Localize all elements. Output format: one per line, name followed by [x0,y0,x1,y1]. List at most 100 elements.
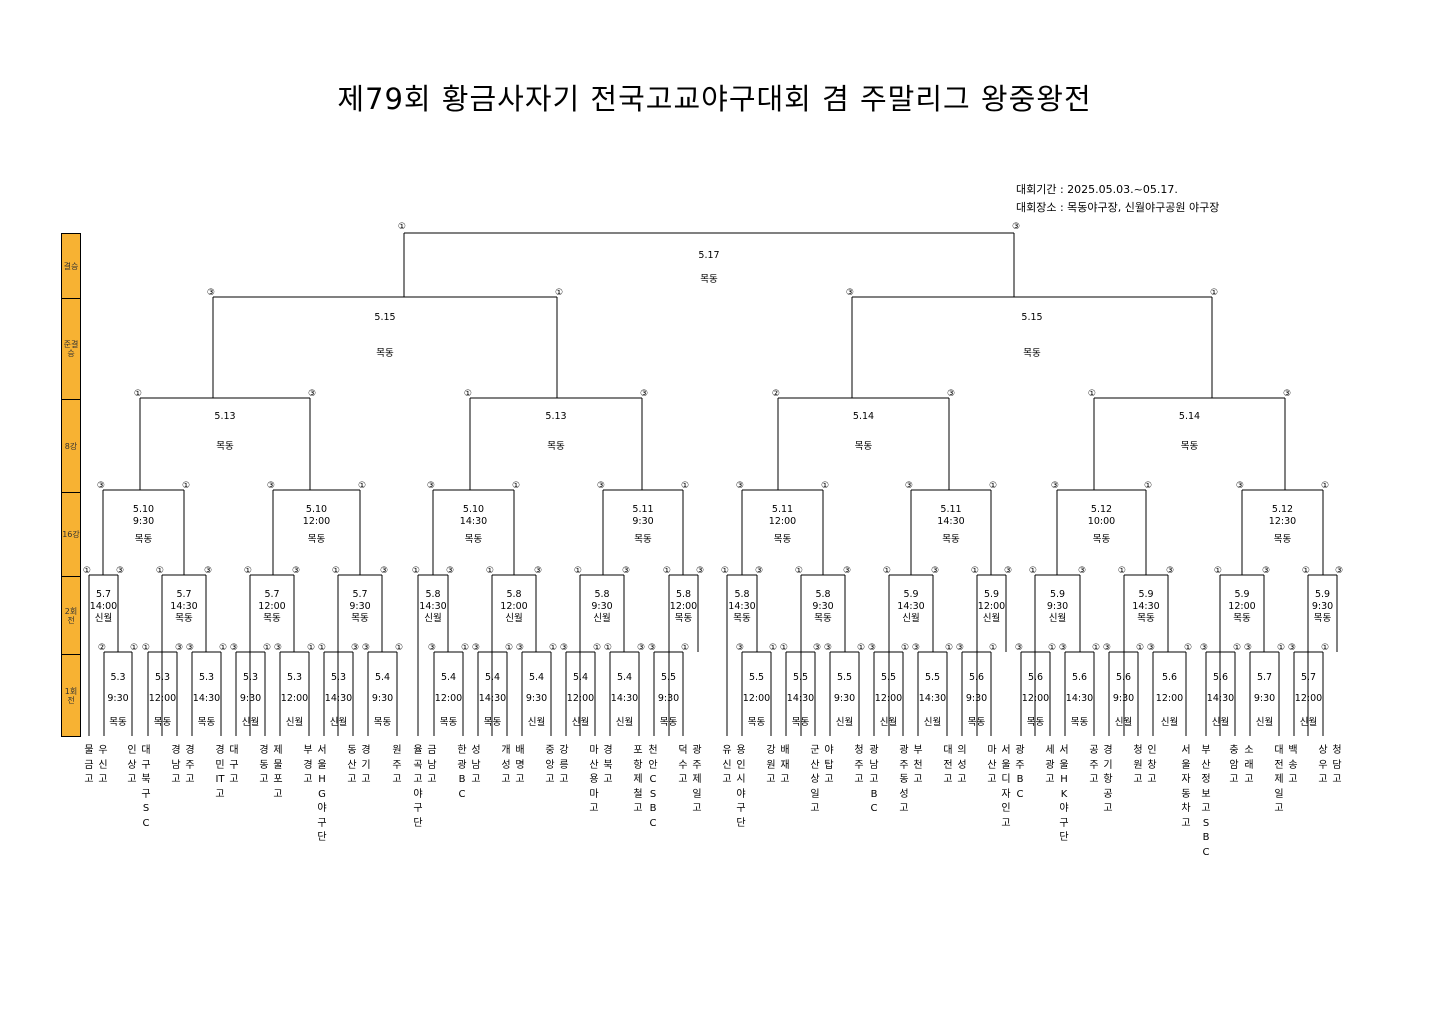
round1-match-date: 5.3 [199,672,214,683]
tournament-venue: 대회장소 : 목동야구장, 신월야구공원 야구장 [1016,201,1220,214]
round16-match-left-score: ③ [267,481,275,491]
team-name: 포항제철고 [633,745,643,814]
round2-match-right-score: ③ [446,566,454,576]
round16-match-right-score: ① [182,481,190,491]
round16-match-right-score: ① [821,481,829,491]
quarterfinal-match-right-score: ③ [947,389,955,399]
team-name: 성남고 [471,745,481,785]
round2-match-venue: 신월 [505,612,522,624]
team-name: 광남고BC [869,745,879,814]
team-name: 경남고 [171,745,181,785]
round2-match-right-score: ③ [1335,566,1343,576]
round1-match-time: 9:30 [107,693,128,704]
round1-match-venue: 신월 [836,716,853,728]
round2-match-time: 14:00 [90,601,117,612]
round1-match-right-score: ① [1048,643,1056,653]
round2-match-time: 14:30 [419,601,446,612]
team-name: 배재고 [780,745,790,785]
team-name: 경북고 [603,745,613,785]
round2-match-right-score: ③ [292,566,300,576]
team-name: 서울자동차고 [1181,745,1191,829]
team-name: 원주고 [392,745,402,785]
round1-match-left-score: ③ [1147,643,1155,653]
quarterfinal-match-right-score: ③ [1283,389,1291,399]
team-name: 대구고 [229,745,239,785]
quarterfinal-match-venue: 목동 [216,441,234,452]
round1-match-right-score: ① [945,643,953,653]
round1-match-right-score: ① [130,643,138,653]
round1-match-time: 12:00 [435,693,462,704]
round2-match-right-score: ③ [116,566,124,576]
round2-match-right-score: ③ [696,566,704,576]
team-name: 충암고 [1229,745,1239,785]
round1-match-left-score: ① [780,643,788,653]
round1-match-venue: 신월 [286,716,303,728]
round1-match-right-score: ① [1321,643,1329,653]
round1-match-venue: 목동 [1071,717,1089,728]
round1-match-date: 5.3 [287,672,302,683]
round2-match-date: 5.7 [352,589,367,600]
round1-match-time: 9:30 [526,693,547,704]
round-label-round2: 2회전 [62,577,80,655]
round1-match-date: 5.4 [441,672,456,683]
team-name: 청원고 [1133,745,1143,785]
round-label-round16: 16강 [62,493,80,577]
quarterfinal-match-right-score: ③ [640,389,648,399]
round16-match-date: 5.10 [306,504,327,515]
team-name: 백송고 [1288,745,1298,785]
team-name: 상우고 [1318,745,1328,785]
round16-match-venue: 목동 [634,534,652,545]
tournament-period: 대회기간 : 2025.05.03.~05.17. [1016,183,1178,196]
round16-match-time: 10:00 [1088,516,1115,527]
round1-match-date: 5.5 [925,672,940,683]
round1-match-right-score: ① [505,643,513,653]
team-name: 대전고 [943,745,953,785]
round1-match-right-score: ① [681,643,689,653]
team-name: 광주BC [1015,745,1025,800]
team-name: 강원고 [766,745,776,785]
round1-match-venue: 목동 [109,717,127,728]
team-name: 인상고 [127,745,137,785]
team-name: 경민IT고 [215,745,225,800]
round1-match-date: 5.3 [110,672,125,683]
team-name: 대구북구SC [141,745,151,829]
round2-match-venue: 신월 [983,612,1000,624]
round2-match-left-score: ① [663,566,671,576]
round1-match-venue: 신월 [1256,716,1273,728]
quarterfinal-match-date: 5.14 [853,411,874,422]
quarterfinal-match-left-score: ① [464,389,472,399]
round16-match-date: 5.10 [133,504,154,515]
round1-match-right-score: ③ [813,643,821,653]
round16-match-left-score: ③ [905,481,913,491]
round1-match-time: 9:30 [834,693,855,704]
round16-match-date: 5.11 [772,504,793,515]
semifinal-match-left-score: ③ [846,288,854,298]
round1-match-right-score: ① [1233,643,1241,653]
team-name: 동산고 [347,745,357,785]
semifinal-match-right-score: ① [555,288,563,298]
round16-match-left-score: ③ [1051,481,1059,491]
final-match-venue: 목동 [700,274,718,285]
round1-match-time: 12:00 [1156,693,1183,704]
team-name: 한광BC [457,745,467,800]
quarterfinal-match-venue: 목동 [855,441,873,452]
round1-match-left-score: ③ [1059,643,1067,653]
semifinal-match-left-score: ③ [207,288,215,298]
round1-match-left-score: ① [142,643,150,653]
round1-match-time: 9:30 [372,693,393,704]
round2-match-left-score: ① [332,566,340,576]
round-label-semifinal: 준결승 [62,299,80,400]
final-match-date: 5.17 [698,250,719,261]
team-name: 배명고 [515,745,525,785]
round2-match-left-score: ① [83,566,91,576]
round2-match-date: 5.9 [1138,589,1153,600]
round1-match-right-score: ① [219,643,227,653]
round1-match-time: 14:30 [1066,693,1093,704]
round16-match-right-score: ① [358,481,366,491]
round16-match-left-score: ③ [597,481,605,491]
round2-match-venue: 목동 [351,613,369,624]
quarterfinal-match-left-score: ② [772,389,780,399]
round1-match-right-score: ① [901,643,909,653]
round2-match-venue: 목동 [1233,613,1251,624]
round2-match-right-score: ③ [1166,566,1174,576]
